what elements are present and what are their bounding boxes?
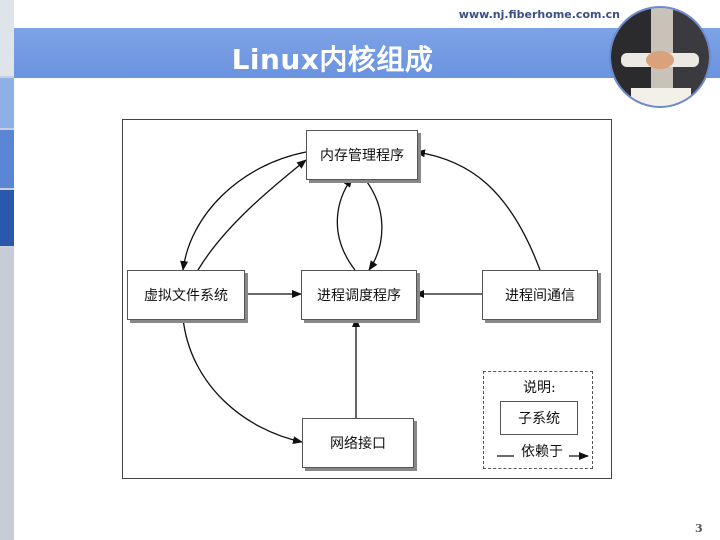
node-label: 进程调度程序: [317, 288, 401, 304]
edge-ipc-to-mem: [415, 149, 541, 271]
node-label: 内存管理程序: [320, 148, 404, 164]
node-label: 进程间通信: [505, 288, 575, 304]
strip-block: [0, 190, 14, 246]
node-label: 虚拟文件系统: [144, 288, 228, 304]
edge-mem-to-sched: [363, 177, 383, 271]
edge-vfs-to-mem: [197, 159, 307, 271]
left-decor-strip: [0, 0, 14, 540]
strip-block: [0, 0, 14, 76]
legend-box: [483, 371, 593, 469]
legend-title: 说明:: [523, 380, 556, 396]
edge-vfs-to-net: [182, 317, 303, 445]
node-memory-manager: 内存管理程序: [306, 130, 418, 180]
node-network-interface: 网络接口: [302, 418, 414, 468]
strip-block: [0, 248, 14, 540]
legend-node-label: 子系统: [518, 411, 560, 427]
page-number: 3: [695, 522, 703, 535]
edge-sched-to-mem: [336, 177, 356, 271]
node-ipc: 进程间通信: [482, 270, 598, 320]
legend-edge-label: 依赖于: [521, 444, 563, 460]
slide-title: Linux内核组成: [231, 43, 434, 76]
header-band: [14, 28, 720, 78]
legend-subsystem-sample: 子系统: [500, 401, 578, 435]
node-virtual-file-system: 虚拟文件系统: [127, 270, 245, 320]
node-label: 网络接口: [330, 436, 386, 452]
node-process-scheduler: 进程调度程序: [301, 270, 417, 320]
strip-block: [0, 130, 14, 188]
edge-mem-to-vfs: [180, 151, 307, 271]
strip-block: [0, 78, 14, 128]
site-url: www.nj.fiberhome.com.cn: [458, 8, 620, 21]
